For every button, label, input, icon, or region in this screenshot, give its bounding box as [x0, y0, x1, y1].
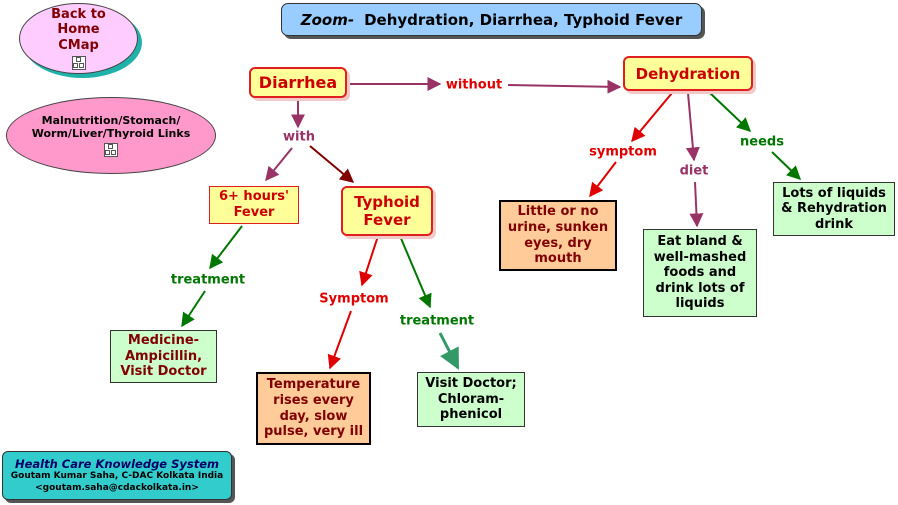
malnutrition-links-label: Malnutrition/Stomach/ Worm/Liver/Thyroid… [31, 113, 191, 140]
edge-with-fever [265, 147, 293, 182]
edge-typhoid-treatment [399, 235, 432, 309]
concept-six-hours-fever[interactable]: 6+ hours' Fever [209, 186, 299, 224]
concept-temperature-label: Temperature rises every day, slow pulse,… [263, 377, 364, 440]
edge-without-dehydration [507, 79, 622, 94]
concept-little-urine[interactable]: Little or no urine, sunken eyes, dry mou… [499, 200, 617, 271]
edge-symptom-temperature [327, 310, 352, 370]
footer-system: Health Care Knowledge System [14, 457, 220, 472]
concept-medicine-label: Medicine- Ampicillin, Visit Doctor [120, 333, 207, 380]
malnutrition-links-button[interactable]: Malnutrition/Stomach/ Worm/Liver/Thyroid… [6, 97, 216, 174]
link-symptom-dehydration: symptom [587, 144, 659, 160]
back-home-label: Back to Home CMap [51, 6, 106, 53]
edge-treatment-medicine [181, 290, 206, 328]
link-without: without [443, 77, 505, 93]
concept-eat-bland[interactable]: Eat bland & well-mashed foods and drink … [643, 229, 757, 317]
concept-diarrhea-label: Diarrhea [258, 72, 338, 92]
footer-author: Goutam Kumar Saha, C-DAC Kolkata India [10, 471, 224, 482]
link-treatment-typhoid: treatment [397, 313, 477, 329]
concept-typhoid-fever[interactable]: Typhoid Fever [341, 186, 433, 236]
concept-temperature[interactable]: Temperature rises every day, slow pulse,… [256, 372, 371, 445]
edge-symptom-urine [589, 161, 617, 198]
footer-email: <goutam.saha@cdackolkata.in> [35, 482, 199, 493]
edge-treatment-visit [438, 332, 460, 370]
concept-diarrhea[interactable]: Diarrhea [249, 67, 347, 98]
link-treatment-fever: treatment [168, 272, 248, 288]
edge-diet-eat [689, 181, 704, 228]
title-text: Dehydration, Diarrhea, Typhoid Fever [364, 10, 683, 29]
back-home-button[interactable]: Back to Home CMap [19, 3, 138, 74]
edge-dehyd-diet [685, 92, 700, 162]
link-with: with [281, 129, 317, 145]
concept-six-hours-fever-label: 6+ hours' Fever [218, 189, 290, 220]
cmap-link-icon[interactable] [104, 143, 118, 158]
link-diet: diet [677, 163, 711, 179]
concept-eat-bland-label: Eat bland & well-mashed foods and drink … [653, 234, 747, 312]
concept-typhoid-fever-label: Typhoid Fever [354, 193, 420, 229]
cmap-link-icon[interactable] [71, 56, 86, 71]
link-needs: needs [738, 134, 786, 150]
footer-credit: Health Care Knowledge System Goutam Kuma… [2, 451, 232, 500]
edge-dehyd-symptom [631, 92, 673, 143]
concept-dehydration[interactable]: Dehydration [623, 56, 753, 91]
map-title: Zoom- Dehydration, Diarrhea, Typhoid Fev… [281, 3, 702, 36]
concept-little-urine-label: Little or no urine, sunken eyes, dry mou… [507, 204, 609, 267]
edge-typhoid-symptom [359, 235, 379, 287]
concept-visit-doctor-label: Visit Doctor; Chloram- phenicol [425, 376, 517, 423]
concept-visit-doctor[interactable]: Visit Doctor; Chloram- phenicol [417, 372, 525, 427]
concept-lots-liquids[interactable]: Lots of liquids & Rehydration drink [773, 182, 895, 236]
edge-fever-treatment [209, 225, 243, 270]
concept-dehydration-label: Dehydration [635, 64, 741, 83]
link-symptom-typhoid: Symptom [317, 291, 391, 307]
edge-needs-liquids [771, 151, 802, 180]
concept-medicine[interactable]: Medicine- Ampicillin, Visit Doctor [110, 330, 217, 383]
title-prefix: Zoom- [300, 10, 355, 29]
edge-dehyd-needs [709, 92, 752, 132]
concept-lots-liquids-label: Lots of liquids & Rehydration drink [781, 185, 887, 232]
edge-with-typhoid [309, 145, 355, 183]
